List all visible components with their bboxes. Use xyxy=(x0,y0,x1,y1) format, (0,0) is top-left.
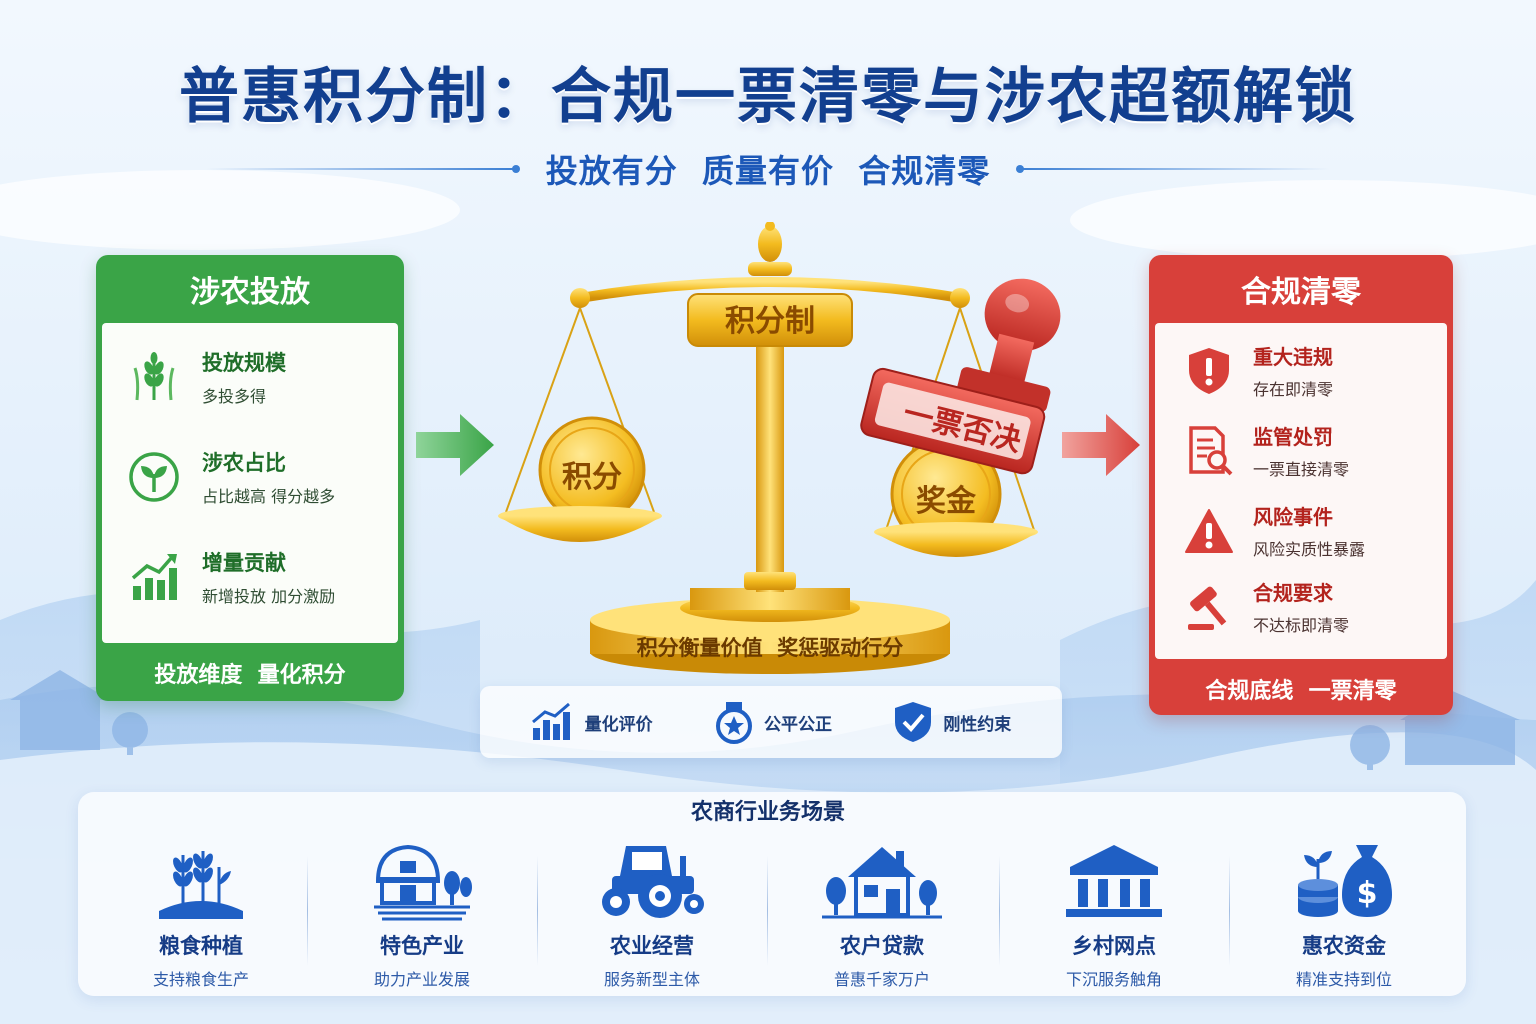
tractor-icon xyxy=(602,846,704,918)
subtitle-row: 投放有分 质量有价 合规清零 xyxy=(0,146,1536,192)
feature-item: 公平公正 xyxy=(714,700,832,744)
warning-triangle-icon xyxy=(1183,505,1235,557)
item-desc: 新增投放 加分激励 xyxy=(202,587,336,606)
scenario-name: 特色产业 xyxy=(380,934,464,958)
scenario-name: 惠农资金 xyxy=(1302,934,1386,958)
business-scenarios-title: 农商行业务场景 xyxy=(690,800,845,825)
scenario-item: 乡村网点 下沉服务触角 xyxy=(999,836,1229,990)
growth-chart-icon xyxy=(126,549,182,605)
scenario-desc: 服务新型主体 xyxy=(603,970,700,989)
scenario-desc: 普惠千家万户 xyxy=(833,970,930,989)
scenario-desc: 精准支持到位 xyxy=(1295,970,1392,989)
feature-label: 刚性约束 xyxy=(943,714,1012,735)
scenario-item: 粮食种植 支持粮食生产 xyxy=(86,836,316,990)
list-item: 监管处罚 一票直接清零 xyxy=(1183,421,1349,480)
shield-alert-icon xyxy=(1183,345,1235,397)
item-desc: 存在即清零 xyxy=(1253,380,1334,399)
scale-base-label: 积分衡量价值 奖惩驱动行分 xyxy=(636,636,904,660)
scenario-item: 农户贷款 普惠千家万户 xyxy=(767,836,997,990)
veto-stamp xyxy=(860,278,1061,475)
barn-icon xyxy=(374,844,472,921)
feature-item: 刚性约束 xyxy=(893,700,1011,744)
subtitle-divider-right xyxy=(1016,165,1331,173)
list-item: 投放规模 多投多得 xyxy=(126,347,286,407)
list-item: 合规要求 不达标即清零 xyxy=(1183,577,1349,636)
grain-field-icon xyxy=(159,851,243,919)
scenario-desc: 助力产业发展 xyxy=(373,970,470,989)
money-bag-icon: $ xyxy=(1298,845,1392,917)
agri-lending-panel-title: 涉农投放 xyxy=(190,275,310,310)
scenario-name: 乡村网点 xyxy=(1072,934,1156,958)
bank-icon xyxy=(1066,845,1162,917)
agri-lending-panel: 涉农投放 投放规模 多投多得 xyxy=(96,255,404,701)
list-item: 增量贡献 新增投放 加分激励 xyxy=(126,547,335,607)
scenario-divider xyxy=(1229,856,1230,966)
list-item: 风险事件 风险实质性暴露 xyxy=(1183,501,1365,560)
item-desc: 占比越高 得分越多 xyxy=(202,487,336,506)
gavel-icon xyxy=(1183,581,1235,633)
item-title: 监管处罚 xyxy=(1253,425,1333,449)
farmhouse-icon xyxy=(822,847,942,919)
item-desc: 风险实质性暴露 xyxy=(1253,540,1366,559)
balance-scale xyxy=(498,222,1061,674)
compliance-reset-panel-title: 合规清零 xyxy=(1241,275,1361,310)
item-title: 合规要求 xyxy=(1253,581,1333,605)
business-scenarios-panel xyxy=(78,792,1466,996)
item-desc: 一票直接清零 xyxy=(1253,460,1350,479)
compliance-reset-panel: 合规清零 重大违规 存在即清零 监管处罚 xyxy=(1149,255,1453,715)
item-title: 投放规模 xyxy=(202,351,286,375)
medal-icon xyxy=(715,702,752,744)
scenario-divider xyxy=(767,856,768,966)
scenario-divider xyxy=(999,856,1000,966)
scenario-item: $ 惠农资金 精准支持到位 xyxy=(1229,836,1459,990)
scenario-divider xyxy=(307,856,308,966)
feature-bar: 量化评价 公平公正 刚性约束 xyxy=(480,686,1062,758)
sprout-circle-icon xyxy=(126,449,182,505)
list-item: 涉农占比 占比越高 得分越多 xyxy=(126,447,335,507)
item-title: 重大违规 xyxy=(1253,345,1333,369)
shield-check-icon xyxy=(895,702,932,742)
scenario-item: 农业经营 服务新型主体 xyxy=(537,836,767,990)
scenario-name: 农业经营 xyxy=(610,934,694,958)
item-desc: 多投多得 xyxy=(202,387,267,406)
scenario-divider xyxy=(537,856,538,966)
subtitle-divider-left xyxy=(205,165,520,173)
scenario-desc: 下沉服务触角 xyxy=(1065,970,1162,989)
item-title: 增量贡献 xyxy=(202,551,286,575)
scenario-name: 粮食种植 xyxy=(159,934,243,958)
wheat-icon xyxy=(126,349,182,405)
red-arrow-icon xyxy=(1062,414,1140,476)
list-item: 重大违规 存在即清零 xyxy=(1183,341,1333,400)
item-title: 风险事件 xyxy=(1253,505,1333,529)
bonus-coin-label: 奖金 xyxy=(916,484,976,519)
page-title: 普惠积分制：合规一票清零与涉农超额解锁 xyxy=(179,62,1357,132)
points-coin-label: 积分 xyxy=(562,460,622,495)
compliance-reset-panel-footer: 合规底线 一票清零 xyxy=(1205,679,1397,704)
green-arrow-icon xyxy=(416,414,494,476)
agri-lending-panel-footer: 投放维度 量化积分 xyxy=(154,663,346,688)
document-search-icon xyxy=(1183,425,1235,477)
item-desc: 不达标即清零 xyxy=(1253,616,1350,635)
feature-label: 公平公正 xyxy=(763,714,832,735)
scenario-item: 特色产业 助力产业发展 xyxy=(307,836,537,990)
svg-text:$: $ xyxy=(1357,876,1378,911)
bar-chart-icon xyxy=(531,702,570,740)
scale-sign-label: 积分制 xyxy=(725,304,815,339)
item-title: 涉农占比 xyxy=(202,451,286,475)
scenario-desc: 支持粮食生产 xyxy=(152,970,249,989)
scenario-name: 农户贷款 xyxy=(840,934,924,958)
page-subtitle: 投放有分 质量有价 合规清零 xyxy=(545,152,991,190)
feature-item: 量化评价 xyxy=(531,702,653,742)
feature-label: 量化评价 xyxy=(584,714,653,735)
